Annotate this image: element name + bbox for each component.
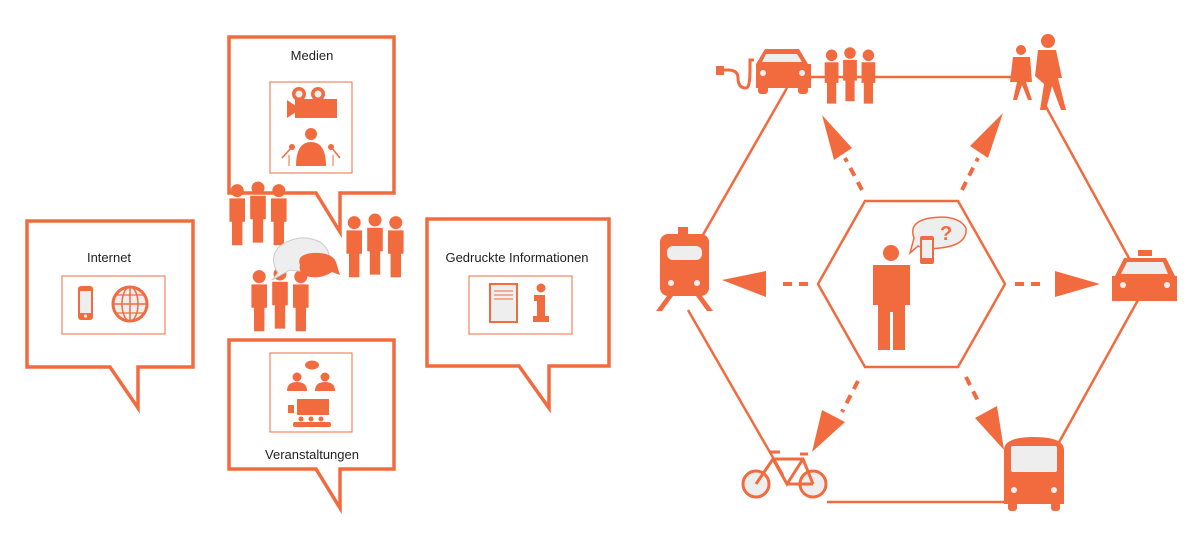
presentation-icon	[288, 399, 331, 427]
question-mark: ?	[940, 223, 952, 245]
bubble-label-medien: Medien	[291, 48, 334, 63]
center-hexagon: ?	[816, 199, 1007, 369]
globe-icon	[111, 285, 149, 323]
bus-icon	[1004, 437, 1064, 511]
smartphone-icon	[78, 286, 93, 320]
bicycle-icon	[741, 450, 828, 499]
speech-bubbles-icon	[271, 237, 340, 281]
info-icon	[533, 283, 549, 322]
person-with-phone-question-icon: ?	[873, 216, 967, 350]
bubble-internet: Internet	[25, 219, 195, 414]
people-group-icon	[346, 214, 403, 278]
bubble-label-internet: Internet	[87, 250, 131, 265]
taxi-icon	[1112, 250, 1177, 301]
discussion-icon	[287, 360, 335, 391]
bubble-label-veranstaltungen: Veranstaltungen	[265, 447, 359, 462]
bubble-veranstaltungen: Veranstaltungen	[227, 338, 396, 515]
pedestrians-icon	[1010, 34, 1066, 110]
bubble-medien: Medien	[227, 35, 396, 239]
e-car-carsharing-icon	[716, 47, 875, 103]
document-icon	[489, 283, 518, 323]
people-group-icon	[251, 268, 308, 332]
press-conference-icon	[281, 128, 341, 166]
people-group-icon	[229, 182, 286, 246]
movie-camera-icon	[287, 87, 337, 118]
direction-arrows	[722, 113, 1100, 452]
mode-network-hexagon	[686, 75, 1140, 504]
bubble-gedruckte-informationen: Gedruckte Informationen	[425, 217, 611, 414]
train-icon	[656, 227, 713, 311]
bubble-label-gedruckte-informationen: Gedruckte Informationen	[445, 250, 588, 265]
